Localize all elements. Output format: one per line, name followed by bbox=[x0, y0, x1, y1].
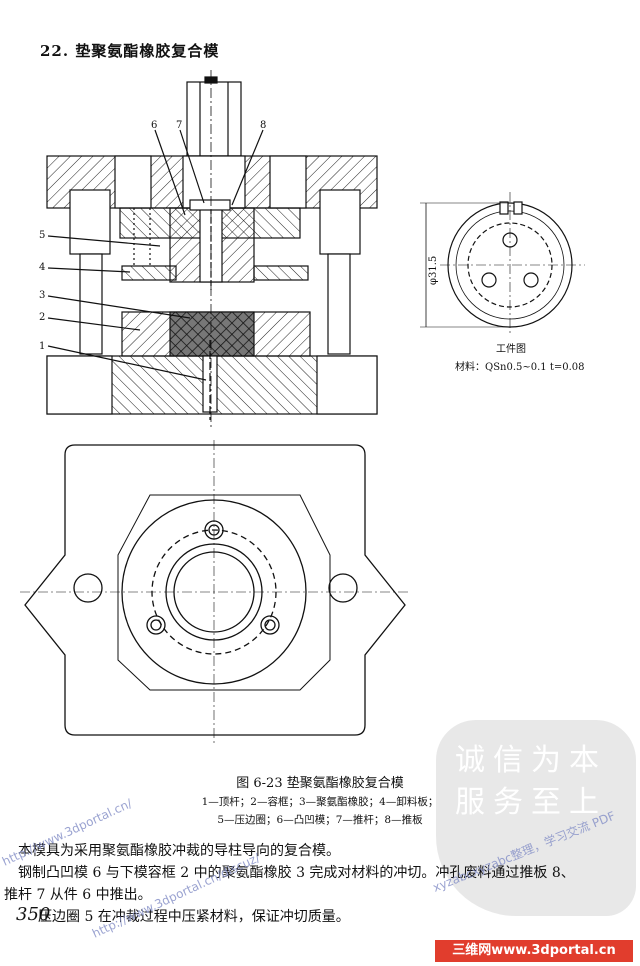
page-title: 22. 垫聚氨酯橡胶复合模 bbox=[40, 42, 220, 60]
footer-logo[interactable]: 三维网www.3dportal.cn bbox=[435, 940, 633, 962]
part-label-3: 3 bbox=[39, 290, 45, 301]
legend-line-2: 5—压边圈；6—凸凹模；7—推杆；8—推板 bbox=[217, 814, 423, 826]
seal-stamp bbox=[436, 720, 636, 916]
die-drawing: 5 4 3 2 1 6 7 8 φ31.5 工件图 材料：QSn0.5~0.1 … bbox=[20, 70, 585, 745]
workpiece-material: 材料：QSn0.5~0.1 t=0.08 bbox=[455, 360, 585, 373]
paragraph-1: 本模具为采用聚氨酯橡胶冲裁的导柱导向的复合模。 bbox=[18, 843, 340, 859]
workpiece-diameter: φ31.5 bbox=[428, 256, 439, 285]
part-label-2: 2 bbox=[39, 312, 45, 323]
figure-caption: 图 6-23 垫聚氨酯橡胶复合模 bbox=[236, 776, 404, 791]
legend-line-1: 1—顶杆；2—容框；3—聚氨酯橡胶；4—卸料板； bbox=[201, 796, 439, 808]
seal-text: 诚信为本 服务至上 bbox=[455, 743, 607, 820]
plan-view bbox=[20, 440, 410, 745]
part-label-5: 5 bbox=[39, 230, 45, 241]
part-label-1: 1 bbox=[39, 341, 45, 352]
part-label-7: 7 bbox=[176, 120, 182, 131]
pu-rubber bbox=[169, 311, 255, 357]
paragraph-4: 压边圈 5 在冲裁过程中压紧材料，保证冲切质量。 bbox=[38, 909, 350, 925]
die-shank bbox=[186, 81, 242, 157]
workpiece-view bbox=[420, 192, 585, 335]
part-label-8: 8 bbox=[260, 120, 266, 131]
workpiece-caption: 工件图 bbox=[496, 343, 526, 355]
part-label-6: 6 bbox=[151, 120, 157, 131]
part-label-4: 4 bbox=[39, 262, 45, 273]
paragraph-2: 钢制凸凹模 6 与下模容框 2 中的聚氨酯橡胶 3 完成对材料的冲切。冲孔废料通… bbox=[18, 865, 575, 881]
section-view bbox=[46, 70, 378, 430]
page-number: 350 bbox=[16, 904, 51, 925]
paragraph-3: 推杆 7 从件 6 中推出。 bbox=[4, 887, 152, 903]
